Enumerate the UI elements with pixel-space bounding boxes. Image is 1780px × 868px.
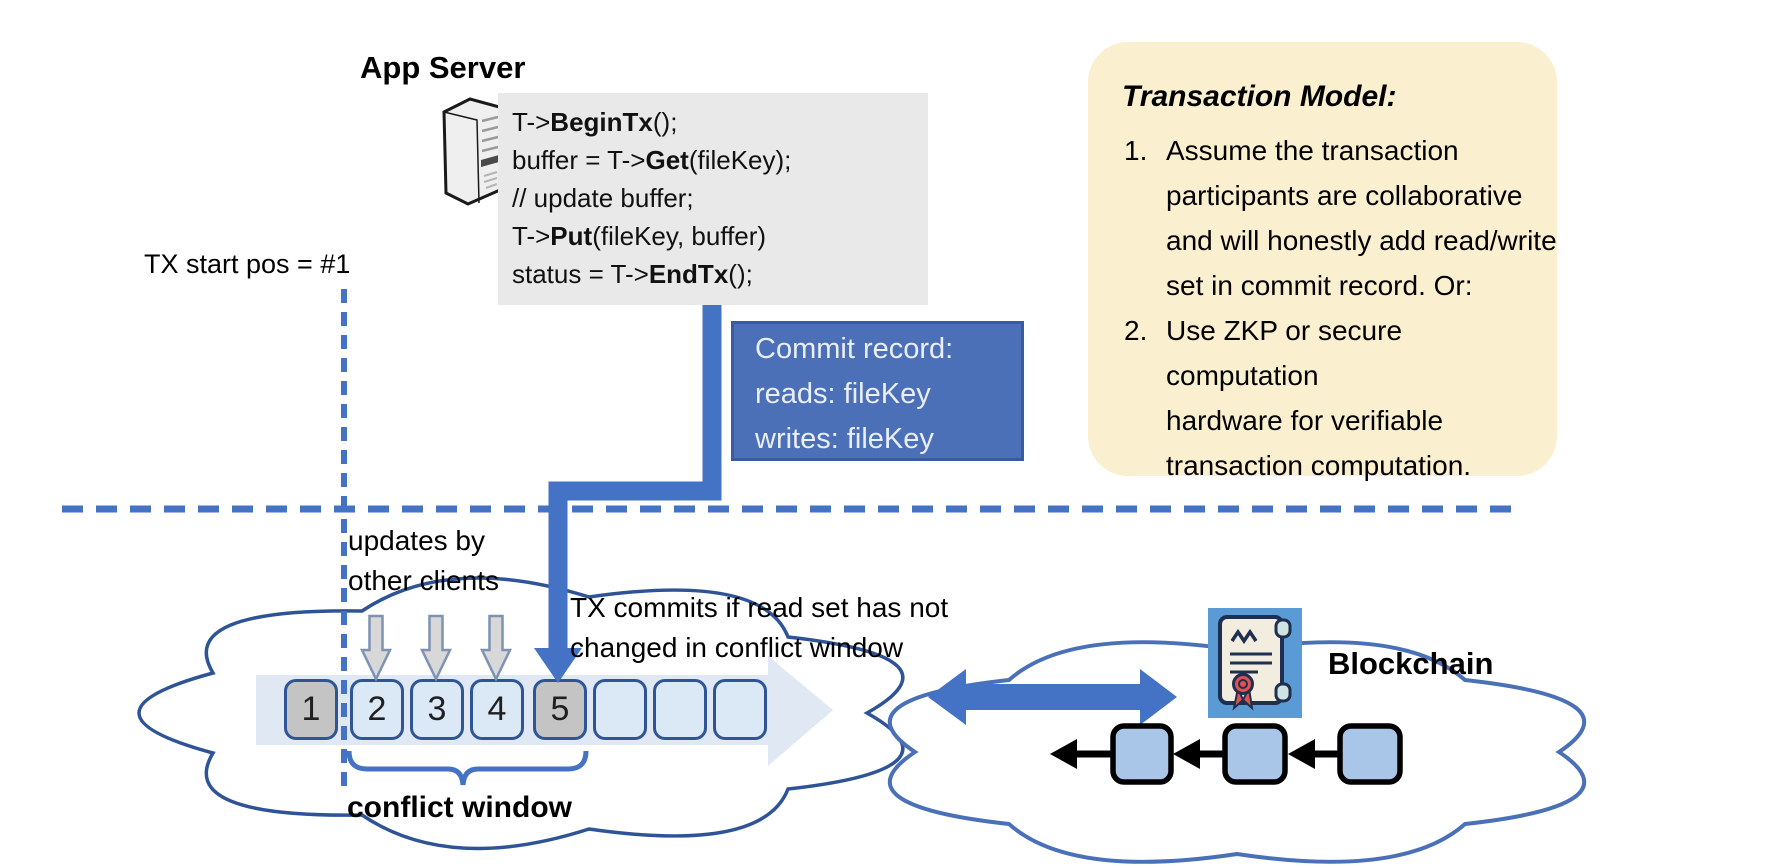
code-line: status = T->EndTx(); (512, 255, 928, 293)
panel-title: Transaction Model: (1122, 80, 1397, 113)
timeline-block-3: 3 (410, 679, 464, 740)
commit-record-line: Commit record: (755, 333, 954, 365)
blockchain-chain (1050, 723, 1403, 785)
server-icon (442, 97, 505, 206)
commit-record-line: reads: fileKey (755, 378, 931, 410)
sync-double-arrow-icon (928, 669, 1177, 725)
timeline-block-7 (653, 679, 707, 740)
code-text: (); (652, 107, 678, 137)
panel-text-line: set in commit record. Or: (1166, 270, 1473, 301)
annotation-line: other clients (348, 565, 499, 596)
timeline-block-1: 1 (284, 679, 338, 740)
code-text: status = T-> (512, 259, 649, 289)
panel-text-line: Use ZKP or secure computation (1166, 315, 1403, 391)
blockchain-label: Blockchain (1328, 646, 1494, 681)
code-text: T-> (512, 107, 551, 137)
panel-text-line: participants are collaborative (1166, 180, 1523, 211)
panel-text-line: transaction computation. (1166, 450, 1472, 481)
code-text: buffer = T-> (512, 145, 646, 175)
chain-block (1337, 723, 1403, 785)
update-arrow-icon (420, 614, 452, 682)
code-line: T->BeginTx(); (512, 103, 928, 141)
smart-contract-icon (1208, 608, 1302, 718)
code-keyword: Put (550, 221, 593, 251)
panel-text-line: and will honestly add read/write (1166, 225, 1557, 256)
block-label: 1 (301, 690, 321, 728)
list-number: 1. (1124, 135, 1148, 166)
chain-arrowhead-icon (1050, 739, 1077, 769)
code-line: // update buffer; (512, 179, 928, 217)
commit-flow-arrowhead-icon (534, 648, 582, 683)
tx-start-pos-label: TX start pos = #1 (144, 249, 351, 279)
annotation-line: updates by (348, 525, 485, 556)
tx-commits-label: TX commits if read set has not changed i… (570, 588, 948, 668)
code-line: T->Put(fileKey, buffer) (512, 217, 928, 255)
conflict-window-label: conflict window (347, 791, 572, 824)
list-number: 2. (1124, 315, 1148, 346)
panel-text-line: hardware for verifiable (1166, 405, 1444, 436)
chain-block (1222, 723, 1288, 785)
chain-block (1110, 723, 1174, 785)
timeline-block-6 (593, 679, 647, 740)
timeline-block-8 (713, 679, 767, 740)
code-keyword: Get (645, 145, 689, 175)
code-line: buffer = T->Get(fileKey); (512, 141, 928, 179)
code-keyword: EndTx (648, 259, 729, 289)
commit-flow-connector (548, 305, 722, 652)
panel-item-1: 1. Assume the transaction participants a… (1088, 128, 1557, 308)
conflict-window-brace (346, 750, 589, 786)
chain-arrowhead-icon (1173, 739, 1200, 769)
timeline-block-5: 5 (533, 679, 587, 740)
code-text: (); (728, 259, 753, 289)
annotation-line: TX commits if read set has not (570, 592, 949, 623)
block-label: 4 (487, 690, 507, 728)
annotation-line: changed in conflict window (570, 632, 904, 663)
code-text: (fileKey); (688, 145, 792, 175)
commit-record-line: writes: fileKey (755, 423, 934, 455)
code-text: // update buffer; (512, 183, 694, 213)
code-keyword: BeginTx (550, 107, 653, 137)
timeline-block-2: 2 (350, 679, 404, 740)
transaction-model-panel: Transaction Model: 1. Assume the transac… (1088, 42, 1557, 481)
code-text: T-> (512, 221, 551, 251)
update-arrow-icon (360, 614, 392, 682)
update-arrow-icon (480, 614, 512, 682)
commit-record-box: Commit record: reads: fileKey writes: fi… (731, 321, 1024, 461)
code-text: (fileKey, buffer) (592, 221, 767, 251)
block-label: 2 (367, 690, 387, 728)
app-server-title: App Server (360, 50, 526, 85)
updates-by-other-clients-label: updates by other clients (348, 521, 499, 601)
transaction-code-box: T->BeginTx(); buffer = T->Get(fileKey); … (498, 93, 928, 305)
chain-arrowhead-icon (1288, 739, 1315, 769)
panel-item-2: 2. Use ZKP or secure computation hardwar… (1088, 308, 1557, 488)
timeline-block-4: 4 (470, 679, 524, 740)
block-label: 5 (550, 690, 570, 728)
block-label: 3 (427, 690, 447, 728)
panel-text-line: Assume the transaction (1166, 135, 1459, 166)
